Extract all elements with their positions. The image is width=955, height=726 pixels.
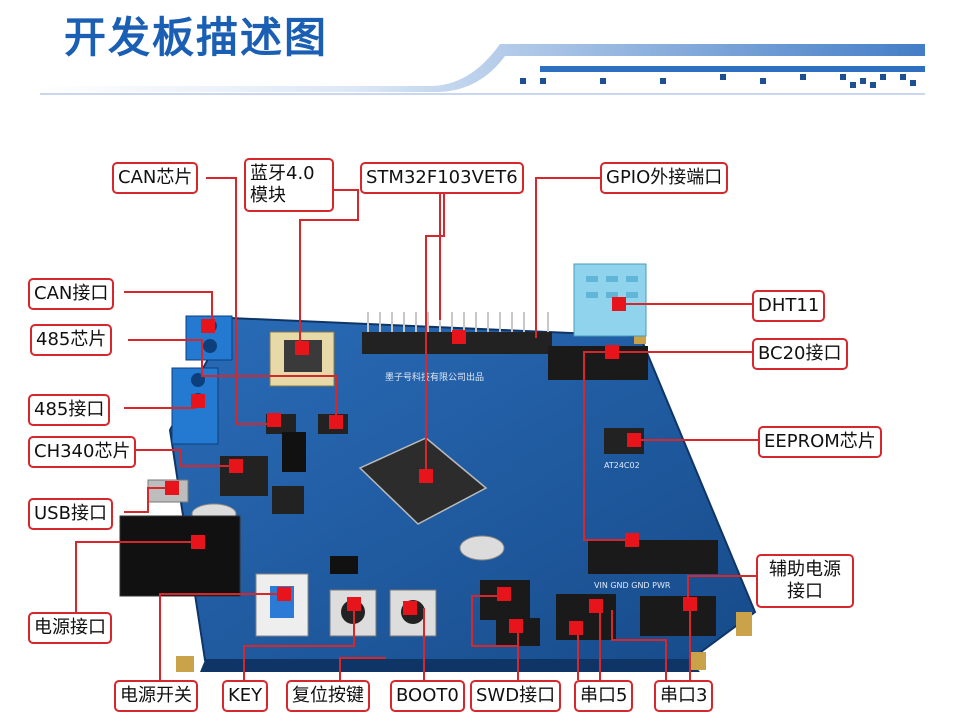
label-ch340-chip: CH340芯片 — [28, 436, 137, 468]
board-silkscreen: 墨子号科技有限公司出品 — [385, 371, 484, 383]
label-boot0: BOOT0 — [390, 680, 465, 712]
dht11-sensor — [573, 263, 647, 337]
label-dht11: DHT11 — [752, 290, 826, 322]
label-485-port: 485接口 — [28, 394, 111, 426]
crystal — [459, 535, 505, 561]
regulator — [272, 486, 304, 514]
eeprom-part-text: AT24C02 — [604, 461, 640, 470]
power-jack — [119, 515, 241, 597]
label-key: KEY — [222, 680, 269, 712]
label-485-chip: 485芯片 — [30, 324, 113, 356]
label-uart5: 串口5 — [574, 680, 634, 712]
header-banner — [40, 44, 925, 95]
label-power-port: 电源接口 — [28, 612, 112, 644]
marker-squares — [165, 297, 697, 635]
label-reset-button: 复位按键 — [286, 680, 370, 712]
label-gpio-port: GPIO外接端口 — [600, 162, 729, 194]
label-swd-port: SWD接口 — [470, 680, 562, 712]
leader-lines — [75, 177, 760, 680]
label-can-chip: CAN芯片 — [112, 162, 199, 194]
label-uart3: 串口3 — [654, 680, 714, 712]
slide-component — [330, 556, 358, 574]
label-aux-power: 辅助电源 接口 — [756, 554, 854, 608]
uart5-header — [556, 616, 616, 640]
label-bc20-port: BC20接口 — [752, 338, 848, 370]
label-mcu: STM32F103VET6 — [360, 162, 524, 194]
aux-power-header — [588, 540, 718, 574]
label-bluetooth-module: 蓝牙4.0 模块 — [244, 158, 334, 212]
page-title: 开发板描述图 — [64, 13, 329, 62]
label-can-port: CAN接口 — [28, 278, 115, 310]
power-header-text: VIN GND GND PWR — [594, 581, 671, 590]
ch340-chip — [220, 456, 268, 496]
uart5-header-top — [556, 594, 616, 618]
uart3-header — [640, 596, 716, 636]
label-eeprom-chip: EEPROM芯片 — [758, 426, 882, 458]
label-power-switch: 电源开关 — [114, 680, 198, 712]
jumper-block — [282, 432, 306, 472]
label-usb-port: USB接口 — [28, 498, 113, 530]
